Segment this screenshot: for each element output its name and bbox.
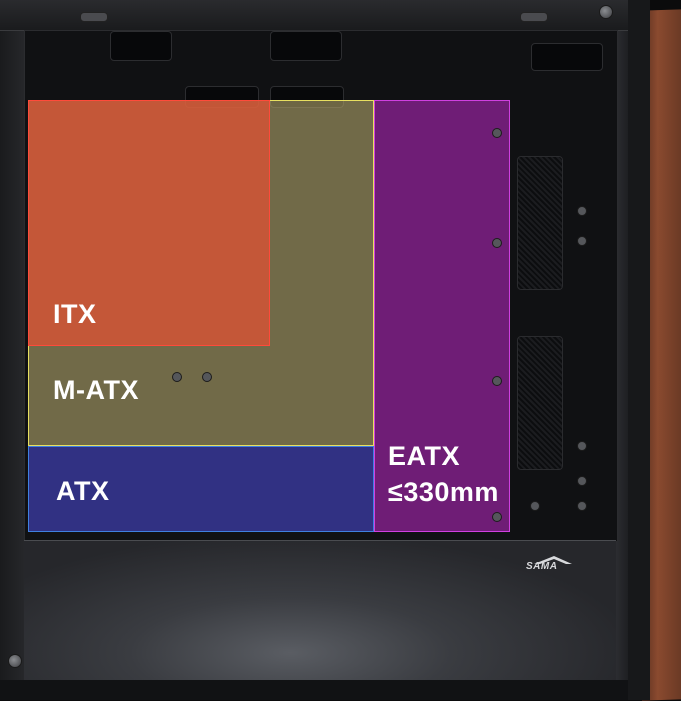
standoff [577,236,587,246]
tray-cutout [270,31,342,61]
tray-cutout [531,43,603,71]
top-clip [520,12,548,22]
standoff [492,238,502,248]
brand-name: SAMA [526,561,558,572]
logo-mark-icon [534,556,572,564]
case-bottom-rim [0,680,628,700]
top-clip [80,12,108,22]
standoff [530,501,540,511]
mesh-vent [517,336,563,470]
atx-area [28,446,374,532]
eatx-label: EATX [388,441,461,471]
standoff [202,372,212,382]
standoff [492,376,502,386]
standoff [492,128,502,138]
itx-area [28,100,270,346]
eatx-area [374,100,510,532]
standoff [577,501,587,511]
case-frame-left [0,0,24,700]
tray-cutout [110,31,172,61]
matx-label: M-ATX [53,375,139,405]
brand-logo: SAMA [526,553,580,575]
eatx-length-label: ≤330mm [388,477,499,507]
standoff [172,372,182,382]
screw-icon [8,654,22,668]
itx-label: ITX [53,299,97,329]
psu-shroud [24,540,616,681]
standoff [577,441,587,451]
atx-label: ATX [56,476,110,506]
standoff [577,206,587,216]
mesh-vent [517,156,563,290]
standoff [492,512,502,522]
standoff [577,476,587,486]
screw-icon [599,5,613,19]
